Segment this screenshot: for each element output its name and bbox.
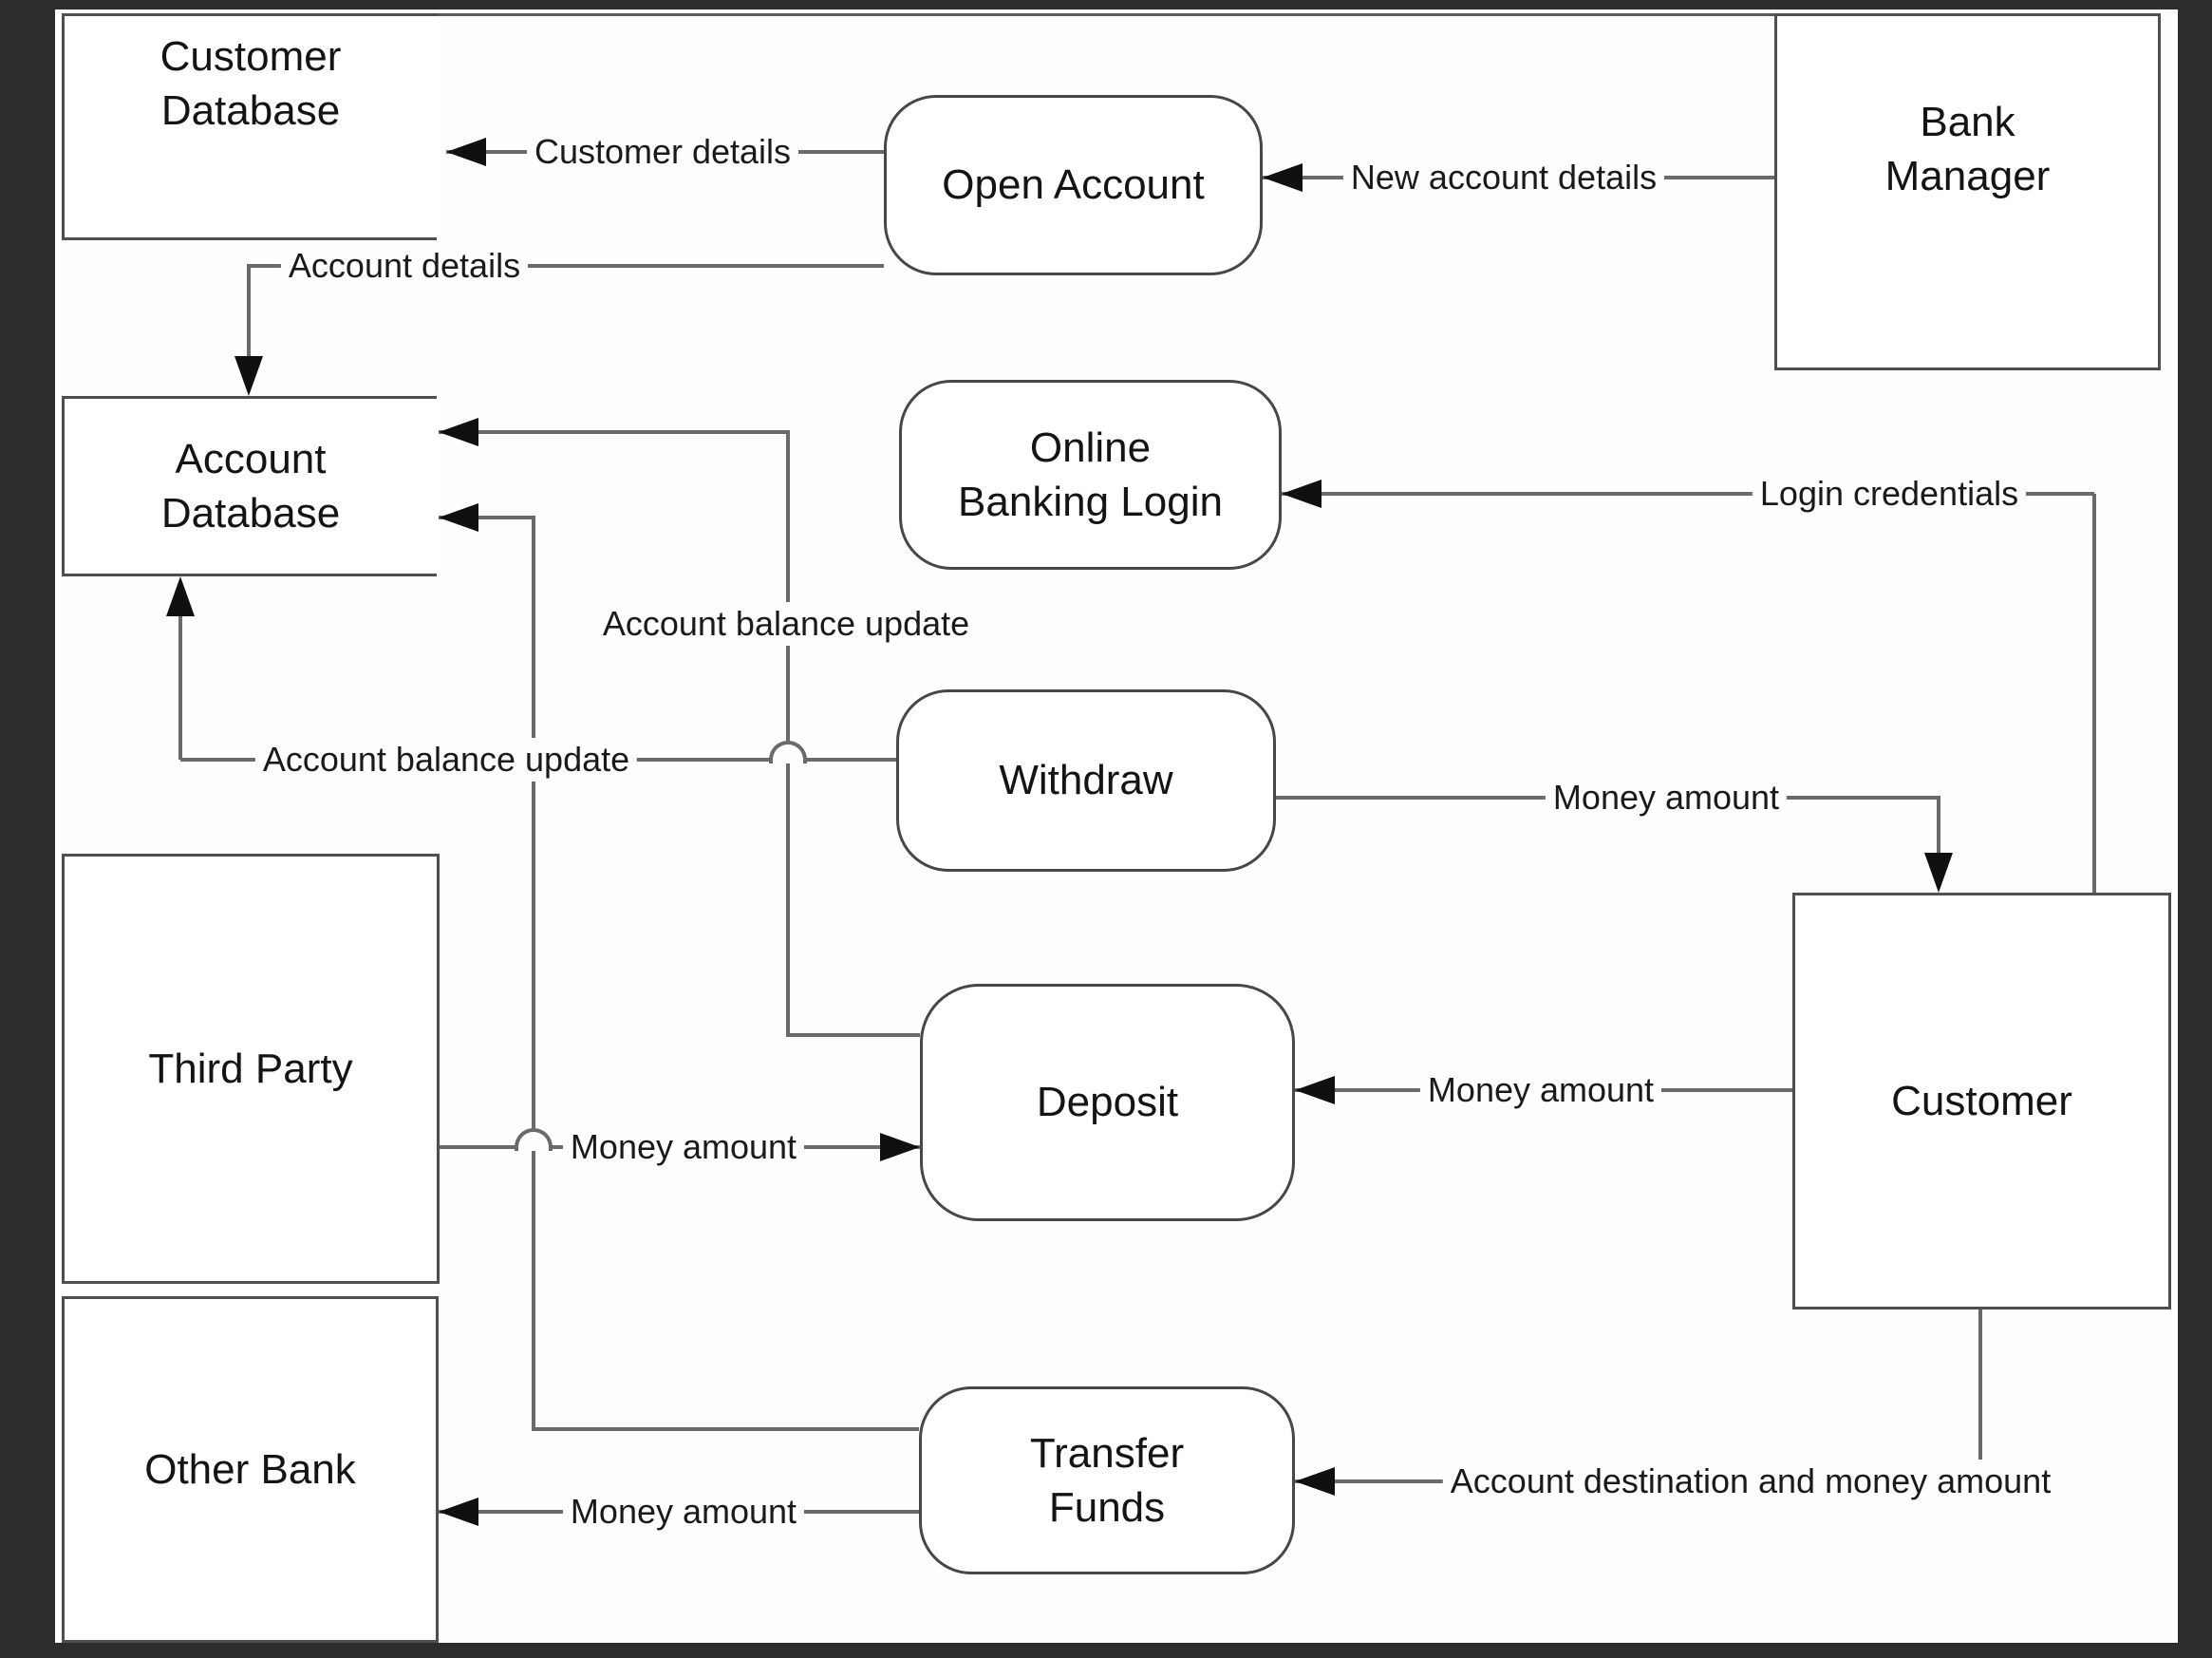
node-deposit: Deposit xyxy=(920,984,1295,1221)
node-online-banking-login: Online Banking Login xyxy=(899,380,1282,570)
node-withdraw: Withdraw xyxy=(896,689,1276,872)
node-open-account: Open Account xyxy=(884,95,1263,275)
node-third-party-label: Third Party xyxy=(148,1045,353,1092)
edge-money-customer-deposit-arrowhead-icon xyxy=(1295,1076,1335,1104)
node-customer-database-label: Customer Database xyxy=(159,33,342,135)
edge-abu-withdraw-line xyxy=(178,616,182,760)
edge-abu-deposit-label: Account balance update xyxy=(594,602,978,646)
edge-abu-transfer-line xyxy=(439,516,534,519)
node-deposit-label: Deposit xyxy=(1036,1079,1179,1126)
edge-account-details-label: Account details xyxy=(280,244,529,288)
edge-money-third-party-arrowhead-icon xyxy=(880,1133,920,1161)
edge-new-account-details-arrowhead-icon xyxy=(1263,163,1303,192)
edge-money-withdraw-arrowhead-icon xyxy=(1924,853,1953,893)
edge-customer-details-arrowhead-icon xyxy=(446,138,486,166)
edge-account-destination-arrowhead-icon xyxy=(1295,1467,1335,1496)
node-other-bank: Other Bank xyxy=(62,1296,439,1643)
edge-account-details-line xyxy=(249,264,884,268)
node-account-database-label: Account Database xyxy=(160,435,341,537)
edge-abu-withdraw-arrowhead-icon xyxy=(166,576,195,616)
edge-abu-transfer-line xyxy=(532,1427,919,1431)
line-hop xyxy=(515,1128,553,1151)
node-open-account-label: Open Account xyxy=(942,161,1205,209)
edge-money-withdraw-label: Money amount xyxy=(1545,776,1788,820)
edge-money-other-bank-arrowhead-icon xyxy=(439,1498,478,1526)
edge-abu-deposit-line xyxy=(439,430,788,434)
canvas-top-line xyxy=(62,13,2161,16)
edge-account-details-line xyxy=(247,264,251,359)
edge-account-destination-label: Account destination and money amount xyxy=(1442,1460,2059,1503)
edge-money-third-party-label: Money amount xyxy=(562,1125,805,1169)
line-hop xyxy=(769,741,807,763)
node-bank-manager: Bank Manager xyxy=(1774,13,2161,370)
edge-new-account-details-label: New account details xyxy=(1342,156,1665,199)
edge-abu-deposit-line xyxy=(786,1033,920,1037)
node-transfer-funds-label: Transfer Funds xyxy=(1029,1429,1185,1531)
edge-login-credentials-label: Login credentials xyxy=(1752,472,2027,516)
edge-login-credentials-line xyxy=(1282,492,2094,496)
node-account-database: Account Database xyxy=(62,396,437,576)
edge-abu-withdraw-label: Account balance update xyxy=(254,738,638,782)
node-customer-database: Customer Database xyxy=(62,13,437,240)
diagram-canvas: Customer Database Bank Manager Account D… xyxy=(55,9,2178,1643)
node-online-banking-login-label: Online Banking Login xyxy=(958,424,1223,525)
edge-abu-transfer-line xyxy=(532,516,535,1431)
edge-abu-deposit-arrowhead-icon xyxy=(439,418,478,446)
node-withdraw-label: Withdraw xyxy=(999,757,1173,804)
edge-money-withdraw-line xyxy=(1937,796,1940,853)
edge-account-destination-line xyxy=(1978,1309,1982,1481)
edge-abu-transfer-arrowhead-icon xyxy=(439,503,478,532)
edge-money-customer-deposit-label: Money amount xyxy=(1419,1068,1662,1112)
node-customer-label: Customer xyxy=(1891,1077,2072,1124)
edge-account-details-arrowhead-icon xyxy=(234,356,263,396)
node-third-party: Third Party xyxy=(62,854,440,1284)
edge-abu-deposit-line xyxy=(786,430,790,1037)
node-customer: Customer xyxy=(1792,893,2171,1309)
edge-money-other-bank-label: Money amount xyxy=(562,1490,805,1534)
edge-customer-details-label: Customer details xyxy=(526,130,799,174)
node-bank-manager-label: Bank Manager xyxy=(1884,98,2051,199)
node-transfer-funds: Transfer Funds xyxy=(919,1386,1295,1574)
edge-login-credentials-arrowhead-icon xyxy=(1282,480,1322,508)
edge-login-credentials-line xyxy=(2092,494,2096,893)
node-other-bank-label: Other Bank xyxy=(144,1445,356,1493)
